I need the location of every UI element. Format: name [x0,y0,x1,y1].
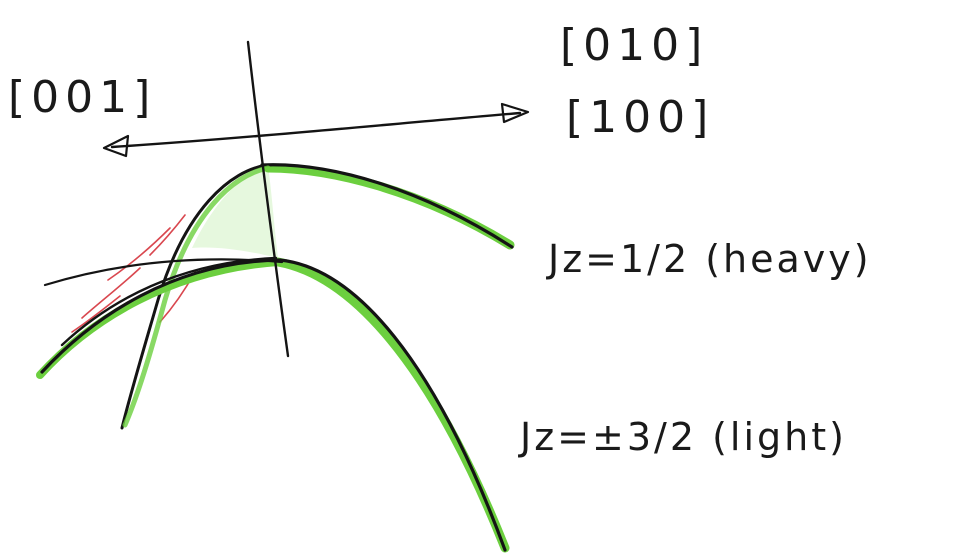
label-100: [100] [566,92,714,143]
label-light-band: Jz=±3/2 (light) [518,415,847,459]
arrowhead-left-icon [102,134,130,158]
heavy-band-curve [260,163,514,249]
vertical-axis [246,40,290,358]
light-band-secondary-curve [60,256,278,347]
heavy-band-green [263,163,515,250]
horizontal-axis-arrow [102,102,530,158]
shaded-region [192,165,278,258]
arrowhead-right-icon [500,102,530,124]
label-010: [010] [560,20,708,71]
label-heavy-band: Jz=1/2 (heavy) [546,237,872,281]
light-band-curve [40,258,507,552]
light-band-green-right [273,257,510,553]
label-001: [001] [8,72,156,123]
heavy-band-inner-green [122,165,271,428]
heavy-band-inner-curve [120,163,270,430]
